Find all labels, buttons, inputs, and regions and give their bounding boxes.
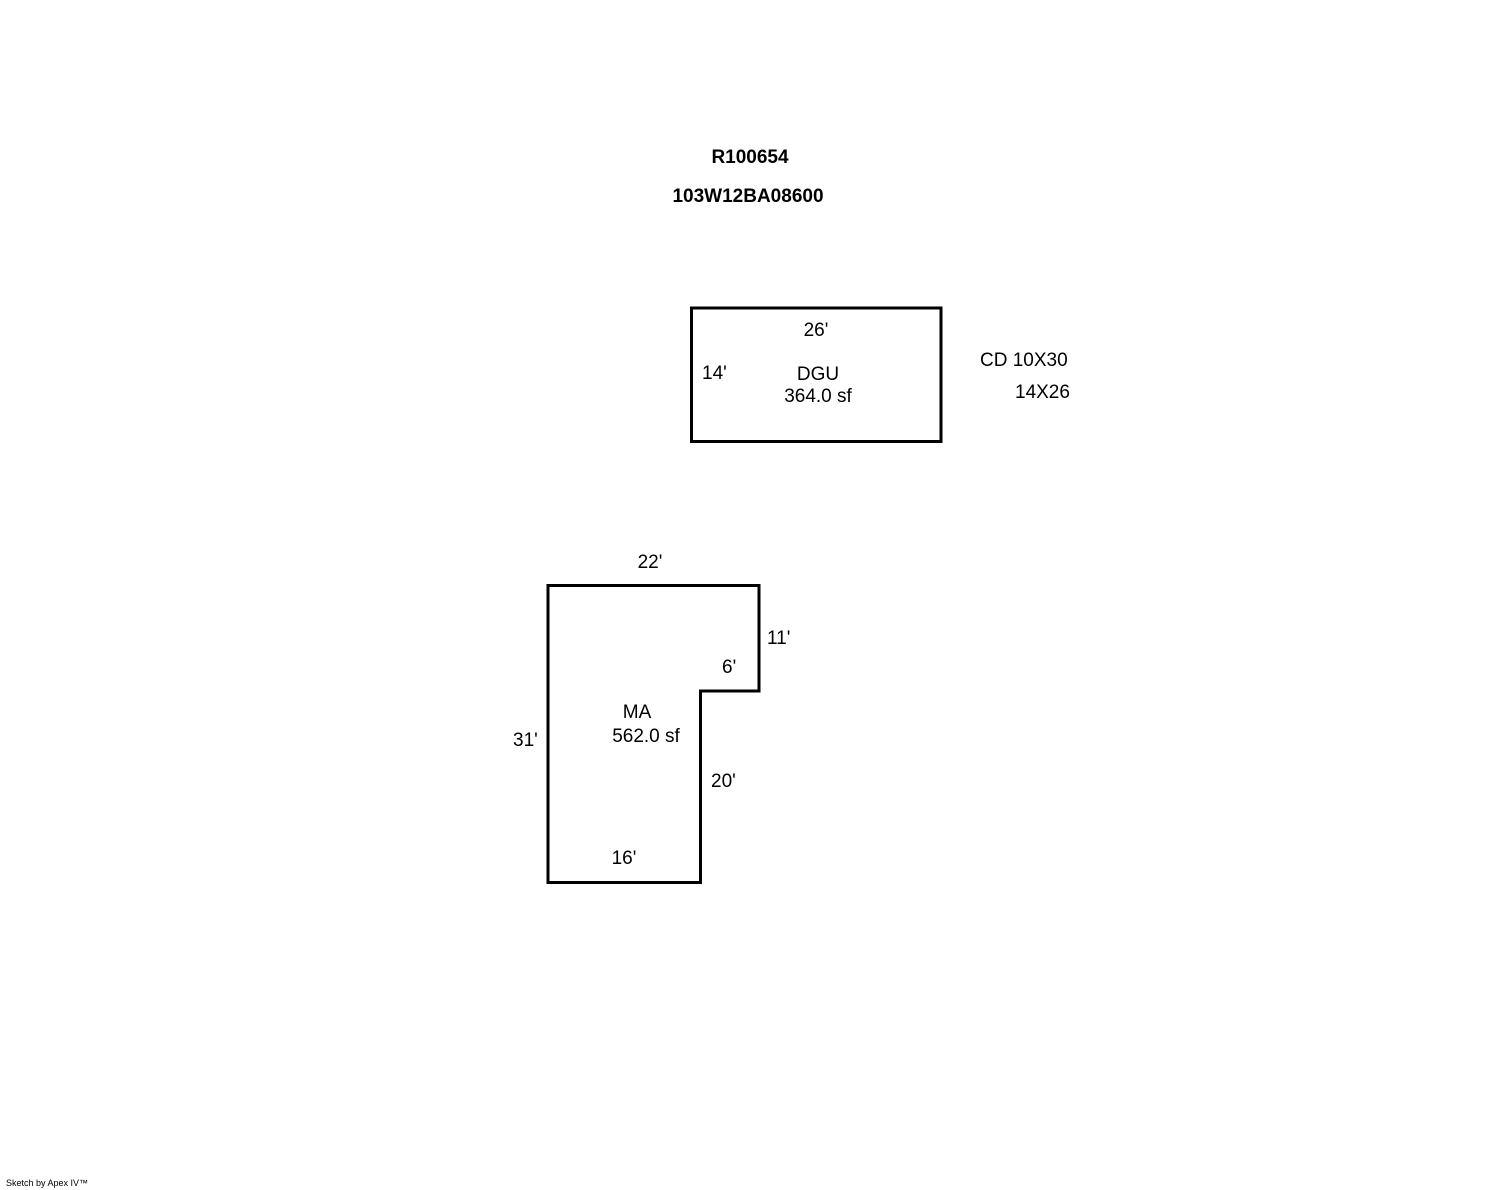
ma-outline [546,584,761,884]
ma-right-upper-dimension: 11' [767,628,791,649]
note-cd: CD 10X30 [980,350,1068,371]
dgu-code: DGU [796,364,840,385]
dgu-side-dimension: 14' [702,363,727,384]
ma-notch-dimension: 6' [722,657,737,678]
ma-bottom-dimension: 16' [611,848,637,869]
ma-top-dimension: 22' [637,552,663,573]
ma-code: MA [622,702,652,723]
note-size: 14X26 [1015,382,1070,403]
dgu-outline [690,306,943,443]
dgu-area: 364.0 sf [784,386,852,407]
account-id: R100654 [711,147,789,168]
ma-area: 562.0 sf [612,726,680,747]
footer-credit: Sketch by Apex IV™ [6,1178,89,1188]
map-tax-lot: 103W12BA08600 [672,186,824,207]
dgu-top-dimension: 26' [803,320,829,341]
ma-left-dimension: 31' [513,730,538,751]
ma-right-lower-dimension: 20' [711,771,736,792]
